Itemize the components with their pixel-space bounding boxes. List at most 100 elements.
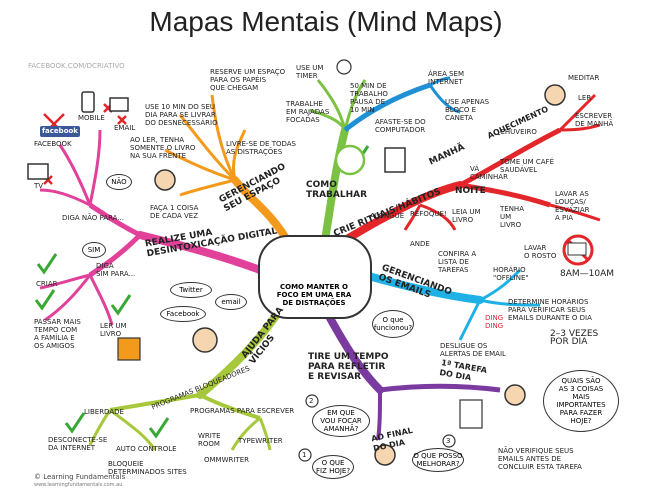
label-facauma: FAÇA 1 COISA DE CADA VEZ (150, 204, 199, 220)
label-hours: 8am—10am (560, 269, 615, 279)
branch-rituais-mid (403, 204, 422, 231)
laptop-icon (567, 242, 587, 256)
branch-desintox (136, 231, 264, 274)
branch-ajuda-1 (109, 393, 201, 412)
label-useapenas: USE APENAS BLOCO E CANETA (445, 98, 490, 122)
branch-ajuda-2 (199, 393, 261, 420)
central-topic-frame (258, 235, 372, 319)
number-2: 2 (309, 397, 314, 405)
label-escrever: ESCREVER DE MANHÃ (575, 112, 614, 128)
clock-icon-timer (336, 59, 352, 75)
page-title: Mapas Mentais (Mind Maps) (149, 6, 503, 37)
branch-trabalhar-3 (309, 108, 347, 131)
branch-trabalhar (321, 126, 349, 244)
label-leiaum: LEIA UM LIVRO (452, 208, 481, 224)
branch-rituais-mid3 (364, 213, 396, 230)
label-programasesc: PROGRAMAS PARA ESCREVER (190, 407, 295, 415)
bubble-facebook: Facebook (160, 306, 206, 322)
label-criar: CRIAR (36, 280, 58, 288)
envelope-icon (109, 97, 129, 112)
label-chuveiro: CHUVEIRO (500, 128, 537, 136)
label-liberdade: LIBERDADE (84, 408, 124, 416)
label-lerum: LER UM LIVRO (100, 322, 127, 338)
label-mobile: MOBILE (78, 114, 105, 122)
branch-desintox-sim-3 (88, 274, 114, 326)
branch-ajuda-4 (109, 408, 157, 451)
branch-afaste-2 (428, 84, 461, 114)
footer-copyright: © Learning Fundamentals (34, 473, 126, 481)
number-circle-1 (298, 448, 312, 462)
branch-rituais-noite (459, 182, 551, 208)
check-icon-desconecte (64, 412, 86, 434)
label-livre: LIVRE-SE DE TODAS AS DISTRAÇÕES (226, 140, 296, 156)
branch-label-refletir: TIRE UM TEMPO PARA REFLETIR E REVISAR (308, 352, 389, 382)
branch-rituais-mid2 (419, 203, 457, 231)
bubble-oquepossso: O QUE POSSO MELHORAR? (412, 448, 464, 472)
bubble-quefuncionou: O que funcionou? (372, 310, 414, 338)
label-ommwriter: OMMWRITER (204, 456, 250, 464)
label-noite: NOITE (455, 186, 486, 196)
footer-url: www.learningfundamentals.com.au (34, 482, 123, 488)
bubble-oque: O QUE FIZ HOJE? (312, 455, 354, 479)
label-desconecte: DESCONECTE-SE DA INTERNET (48, 436, 108, 452)
label-usetimer: USE UM TIMER (296, 64, 324, 80)
branch-afaste-1 (429, 76, 451, 87)
label-email: EMAIL (114, 124, 136, 132)
branch-rituais (341, 181, 464, 244)
branch-rituais-manha-a (558, 93, 597, 132)
label-determine: DETERMINE HORÁRIOS PARA VERIFICAR SEUS E… (508, 298, 592, 322)
label-tomecafe: TOME UM CAFÉ SAUDÁVEL (500, 158, 554, 174)
label-writeroom: WRITE ROOM (198, 432, 221, 448)
label-facebook: FACEBOOK (34, 140, 72, 148)
person-icon-ajuda (192, 327, 218, 353)
label-naoverifique: NÃO VERIFIQUE SEUS EMAILS ANTES DE CONCL… (498, 447, 582, 471)
branch-ajuda-6 (258, 417, 272, 451)
bubble-sim: SIM (82, 242, 106, 258)
list-icon (459, 399, 483, 429)
branch-ajuda (196, 306, 284, 399)
label-autocontrole: AUTO CONTROLE (116, 445, 177, 453)
label-ding: DING DING (485, 314, 504, 330)
label-reserve: RESERVE UM ESPAÇO PARA OS PAPÉIS QUE CHE… (210, 68, 286, 92)
bubble-nao: NÃO (106, 174, 132, 190)
branch-espaco-2 (178, 114, 237, 182)
number-3: 3 (446, 437, 451, 445)
branch-desintox-sim (88, 233, 142, 278)
check-icon-passar (34, 289, 56, 311)
label-areasem: ÁREA SEM INTERNET (428, 70, 464, 86)
label-horario: HORÁRIO "OFFLINE" (493, 266, 529, 282)
label-bloqueie: BLOQUEIE DETERMINADOS SITES (108, 460, 187, 476)
label-ande: ANDE (410, 240, 430, 248)
branch-trabalhar-2 (343, 79, 367, 131)
label-confira: CONFIRA A LISTA DE TAREFAS (438, 250, 477, 274)
branch-ajuda-5 (230, 416, 261, 451)
branch-rituais-noite-a (549, 203, 601, 222)
person-icon-reflect (374, 444, 396, 466)
bubble-twitter: Twitter (170, 282, 212, 298)
branch-espaco-5 (164, 148, 236, 182)
branch-emails-1 (479, 268, 522, 302)
bubble-quais: QUAIS SÃO AS 3 COISAS MAIS IMPORTANTES P… (543, 370, 619, 432)
tv-icon (27, 163, 49, 180)
check-icon-criar (36, 253, 58, 275)
person-icon-meditate (544, 84, 566, 106)
branch-rituais-manha (458, 127, 562, 188)
branch-trabalhar-1 (316, 79, 347, 131)
label-tenha: TENHA UM LIVRO (500, 205, 524, 229)
person-icon-tarefa (504, 384, 526, 406)
bubble-email: email (215, 294, 247, 310)
branch-desintox-nao-1 (58, 144, 92, 206)
label-rajadas: TRABALHE EM RAJADAS FOCADAS (286, 100, 330, 124)
smiley-icon (334, 144, 366, 176)
branch-desintox-nao-3 (39, 188, 91, 207)
label-meditar: MEDITAR (568, 74, 600, 82)
branch-desintox-nao (88, 202, 142, 238)
label-vezes: 2–3 VEZES POR DIA (550, 329, 599, 347)
check-icon-ler (110, 294, 132, 316)
branch-refletir (326, 314, 384, 394)
number-1: 1 (302, 451, 307, 459)
branch-afaste (343, 82, 431, 132)
branch-rituais-manha-b (559, 123, 601, 132)
cross-icon-email (117, 115, 127, 125)
